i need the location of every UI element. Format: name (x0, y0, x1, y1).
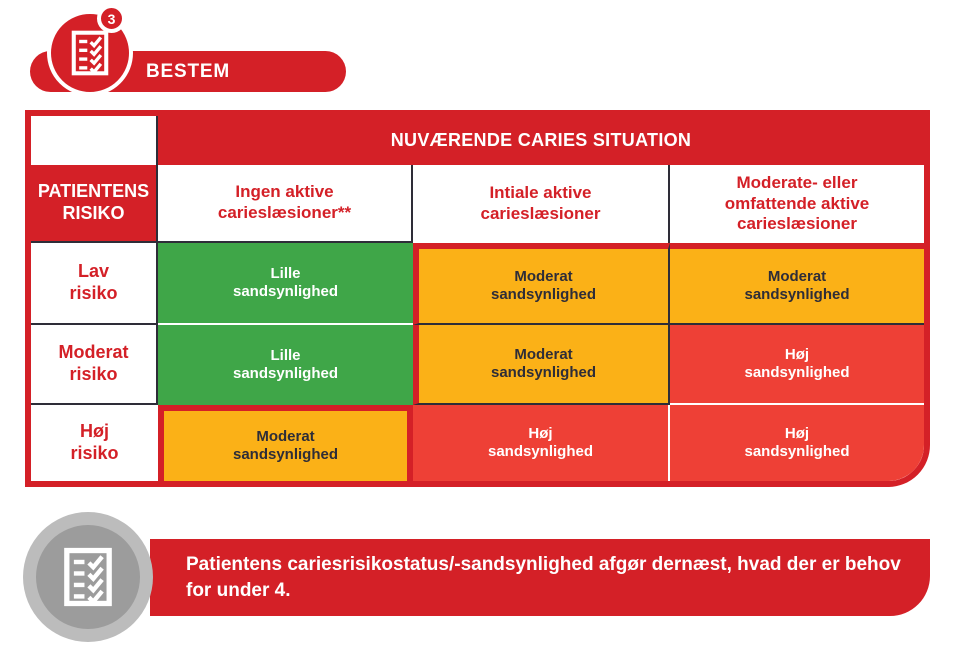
corner-empty-cell (31, 116, 158, 165)
column-header-ingen-aktive: Ingen aktive carieslæsioner** (158, 165, 413, 243)
step-circle (47, 10, 133, 96)
row-label-lav-risiko: Lav risiko (31, 243, 158, 325)
probability-cell-lav-ingen: Lille sandsynlighed (158, 243, 413, 325)
probability-cell-hoej-moderate: Høj sandsynlighed (670, 405, 924, 481)
probability-cell-moderat-ingen: Lille sandsynlighed (158, 325, 413, 405)
step-number-badge: 3 (97, 4, 126, 33)
probability-cell-moderat-intiale: Moderat sandsynlighed (413, 325, 670, 405)
footer-banner: Patientens cariesrisikostatus/-sandsynli… (150, 539, 930, 616)
footer-note-text: Patientens cariesrisikostatus/-sandsynli… (186, 553, 901, 601)
probability-cell-lav-intiale: Moderat sandsynlighed (413, 243, 670, 325)
probability-cell-lav-moderate: Moderat sandsynlighed (670, 243, 924, 325)
probability-cell-hoej-intiale: Høj sandsynlighed (413, 405, 670, 481)
row-label-moderat-risiko: Moderat risiko (31, 325, 158, 405)
row-label-hoej-risiko: Høj risiko (70, 421, 119, 463)
footer-circle-ring (23, 512, 153, 642)
step-pill-label: BESTEM (146, 60, 230, 82)
caries-risk-table: NUVÆRENDE CARIES SITUATION PATIENTENS RI… (25, 110, 930, 487)
column-header-intiale-aktive: Intiale aktive carieslæsioner (413, 165, 670, 243)
checklist-icon (71, 30, 109, 76)
probability-cell-hoej-ingen: Moderat sandsynlighed (158, 405, 413, 481)
risk-header: PATIENTENS RISIKO (31, 165, 158, 243)
probability-cell-moderat-moderate: Høj sandsynlighed (670, 325, 924, 405)
step-number: 3 (107, 10, 116, 27)
checklist-icon (64, 547, 112, 607)
footer-circle (36, 525, 140, 629)
situation-header: NUVÆRENDE CARIES SITUATION (158, 116, 924, 165)
column-header-moderate-omfattende: Moderate- eller omfattende aktive caries… (724, 172, 870, 234)
